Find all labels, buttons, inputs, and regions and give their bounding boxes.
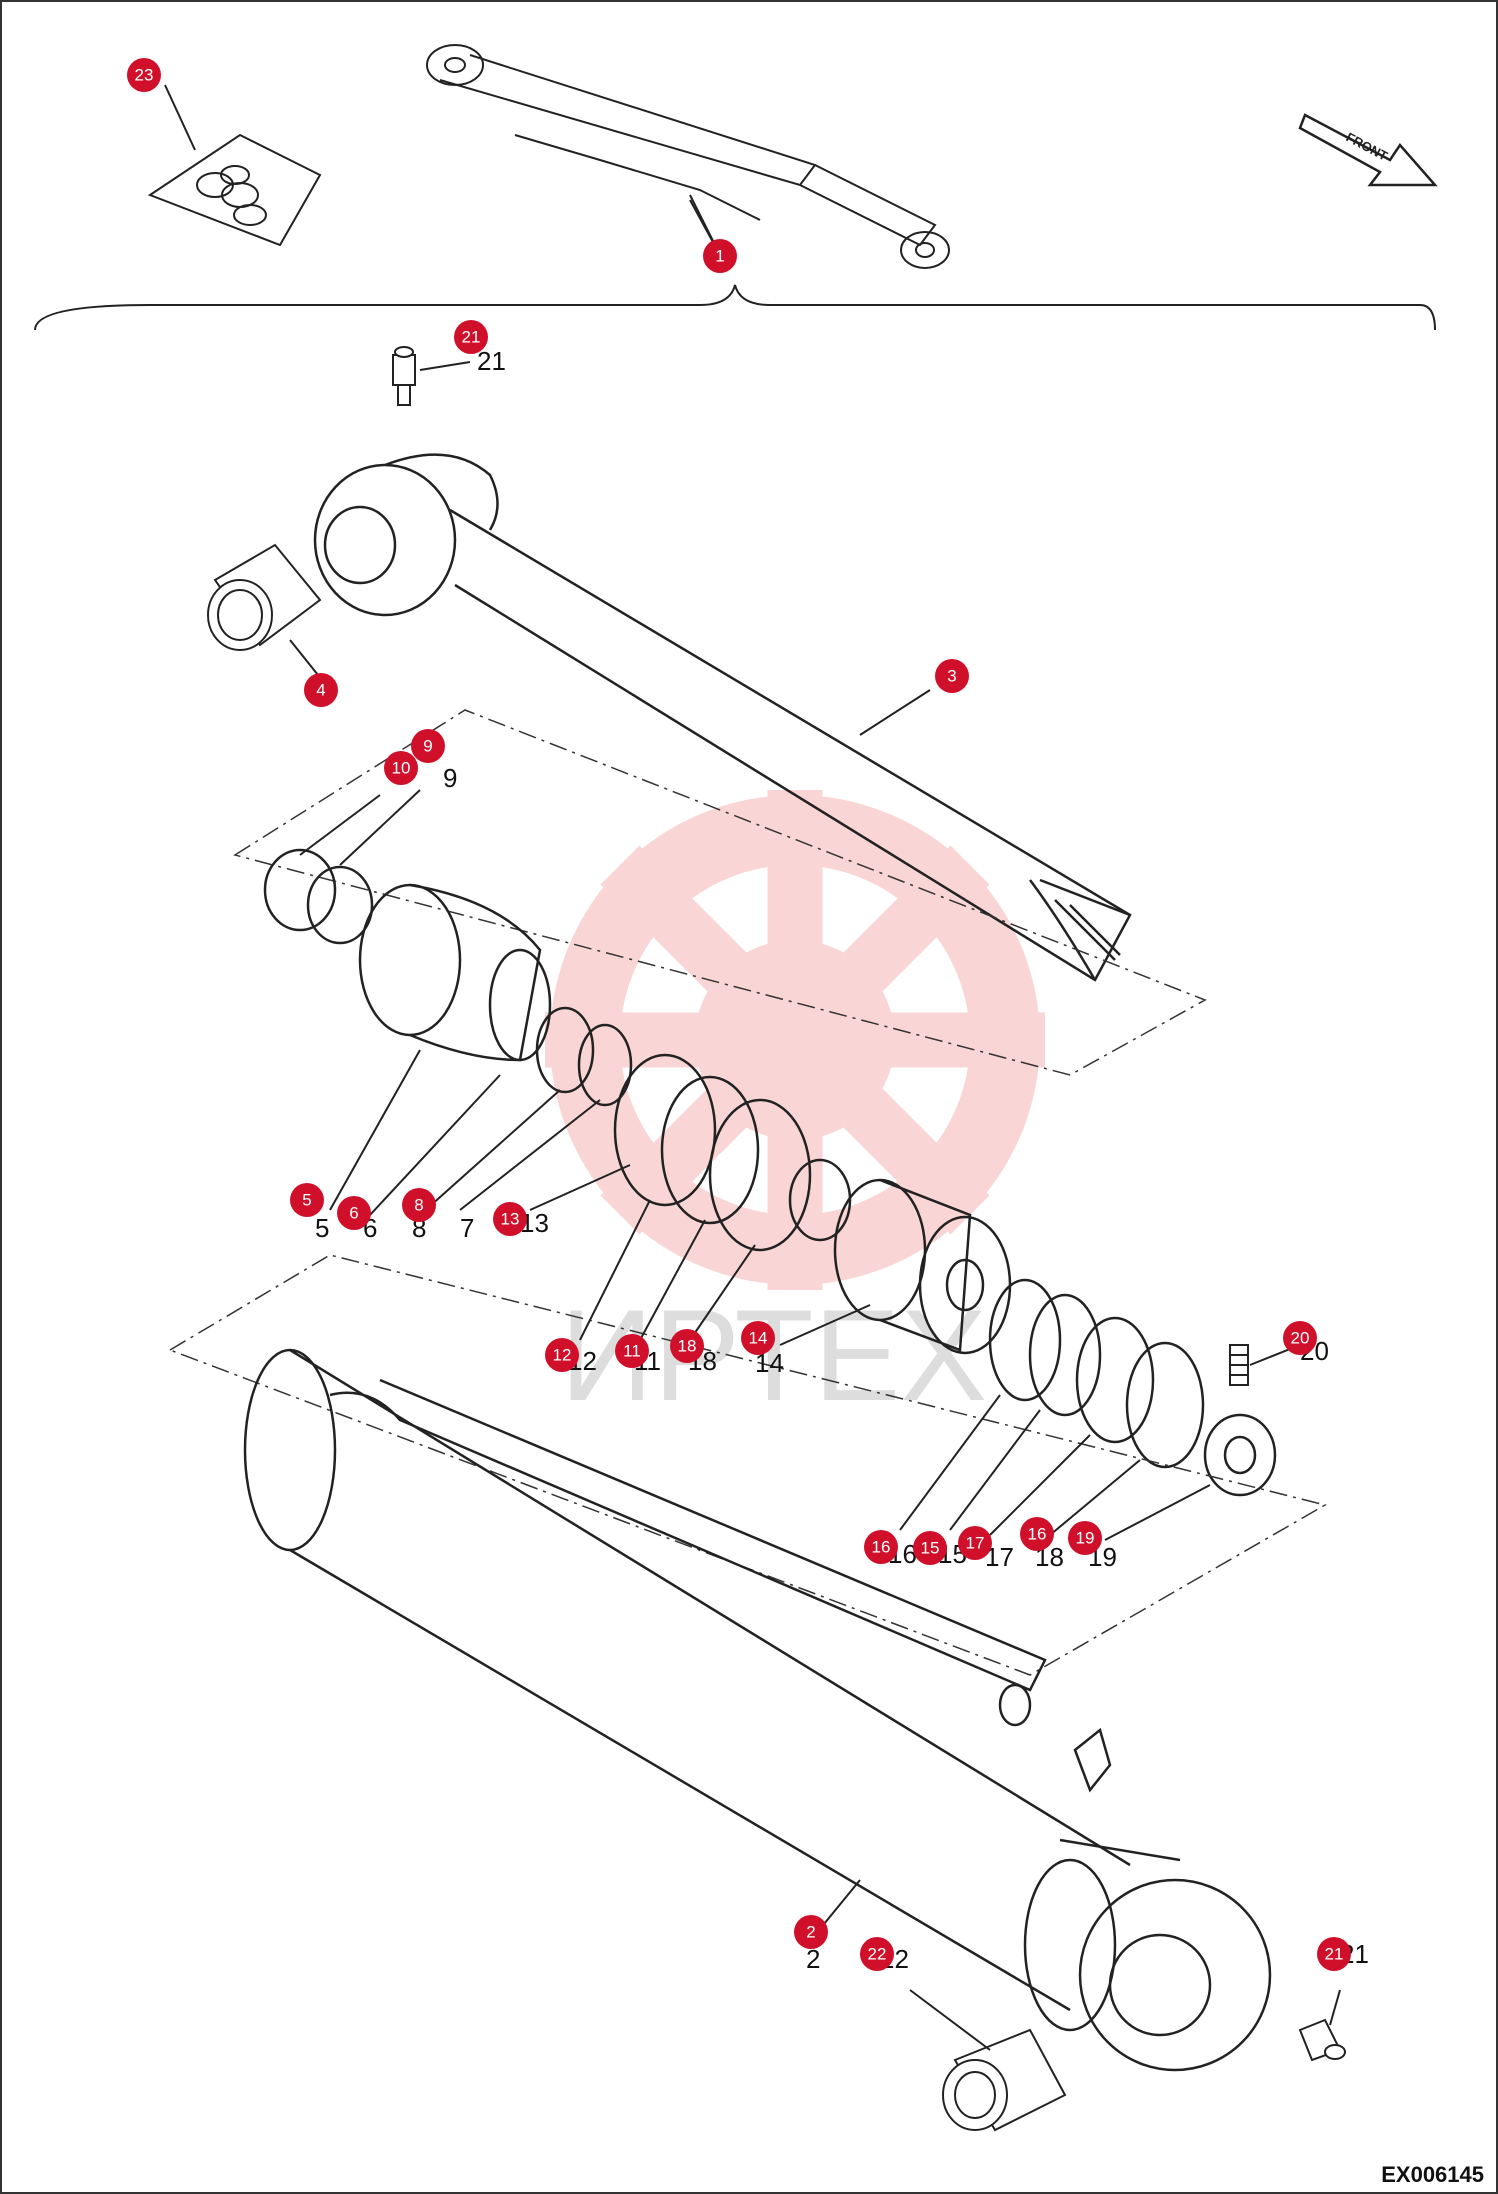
svg-text:18: 18 [678,1337,697,1356]
cylinder-assembly-overview [426,44,950,269]
svg-text:16: 16 [1028,1525,1047,1544]
callout-badges: 23 1 21 4 3 9 10 5 6 8 13 12 11 18 14 20… [127,58,1351,1971]
leader-lines [289,194,1341,2051]
svg-text:8: 8 [414,1196,423,1215]
svg-text:23: 23 [135,66,154,85]
svg-text:11: 11 [623,1342,641,1361]
callout-badge[interactable]: 17 [958,1526,992,1560]
svg-text:21: 21 [462,328,481,347]
callout-badge[interactable]: 13 [493,1202,527,1236]
svg-text:10: 10 [392,759,411,778]
printed-part-numbers: 21 9 5 6 8 7 13 12 11 18 14 20 16 15 17 … [315,346,1369,1974]
svg-text:16: 16 [872,1538,891,1557]
part-number: 9 [443,763,457,793]
callout-badge[interactable]: 20 [1283,1321,1317,1355]
callout-badge[interactable]: 19 [1068,1521,1102,1555]
gland-seals [535,1006,852,1252]
piston-rings [988,1278,1205,1469]
svg-text:12: 12 [553,1346,572,1365]
callout-badge[interactable]: 5 [290,1183,324,1217]
part-number: 2 [806,1944,820,1974]
piston-rod [313,453,1132,982]
callout-badge[interactable]: 14 [741,1321,775,1355]
tube-bushing [942,2028,1067,2132]
callout-badge[interactable]: 10 [384,751,418,785]
callout-badge[interactable]: 16 [1020,1517,1054,1551]
callout-badge[interactable]: 9 [411,729,445,763]
callout-badge[interactable]: 15 [913,1531,947,1565]
piston-nut [1203,1413,1277,1497]
svg-text:15: 15 [921,1539,940,1558]
callout-badge[interactable]: 23 [127,58,161,92]
svg-text:1: 1 [715,247,724,266]
callout-badge[interactable]: 4 [304,673,338,707]
svg-text:4: 4 [316,681,325,700]
svg-text:13: 13 [501,1210,520,1229]
svg-text:19: 19 [1076,1529,1095,1548]
part-number: 7 [460,1213,474,1243]
callout-badge[interactable]: 8 [402,1188,436,1222]
callout-badge[interactable]: 3 [935,659,969,693]
callout-badge[interactable]: 16 [864,1530,898,1564]
grease-nipple-bottom [1298,2018,1346,2062]
callout-badge[interactable]: 11 [615,1334,649,1368]
svg-text:21: 21 [1325,1945,1344,1964]
svg-text:3: 3 [947,667,956,686]
callout-badge[interactable]: 2 [794,1915,828,1949]
svg-text:5: 5 [302,1191,311,1210]
callout-badge[interactable]: 12 [545,1338,579,1372]
callout-badge[interactable]: 22 [860,1937,894,1971]
assembly-bracket [34,284,1436,331]
rod-bushing [207,543,322,651]
svg-text:2: 2 [806,1923,815,1942]
callout-badge[interactable]: 6 [337,1196,371,1230]
svg-text:14: 14 [749,1329,768,1348]
part-number: 5 [315,1213,329,1243]
svg-text:6: 6 [349,1204,358,1223]
set-screw [1229,1344,1249,1386]
svg-text:9: 9 [423,737,432,756]
callout-badge[interactable]: 21 [454,320,488,354]
wiper-rings [263,848,374,945]
callout-badge[interactable]: 18 [670,1329,704,1363]
part-number: 21 [477,346,506,376]
svg-text:20: 20 [1291,1329,1310,1348]
grease-nipple-top [392,346,471,406]
rod-gland [358,883,552,1062]
svg-text:17: 17 [966,1534,985,1553]
cylinder-tube [243,1348,1272,2072]
callout-badge[interactable]: 21 [1317,1937,1351,1971]
seal-kit-bag [147,84,322,247]
drawing-code: EX006145 [1381,2162,1484,2187]
callout-badge[interactable]: 1 [703,239,737,273]
svg-text:22: 22 [868,1945,887,1964]
front-arrow-icon: FRONT [1298,113,1438,187]
